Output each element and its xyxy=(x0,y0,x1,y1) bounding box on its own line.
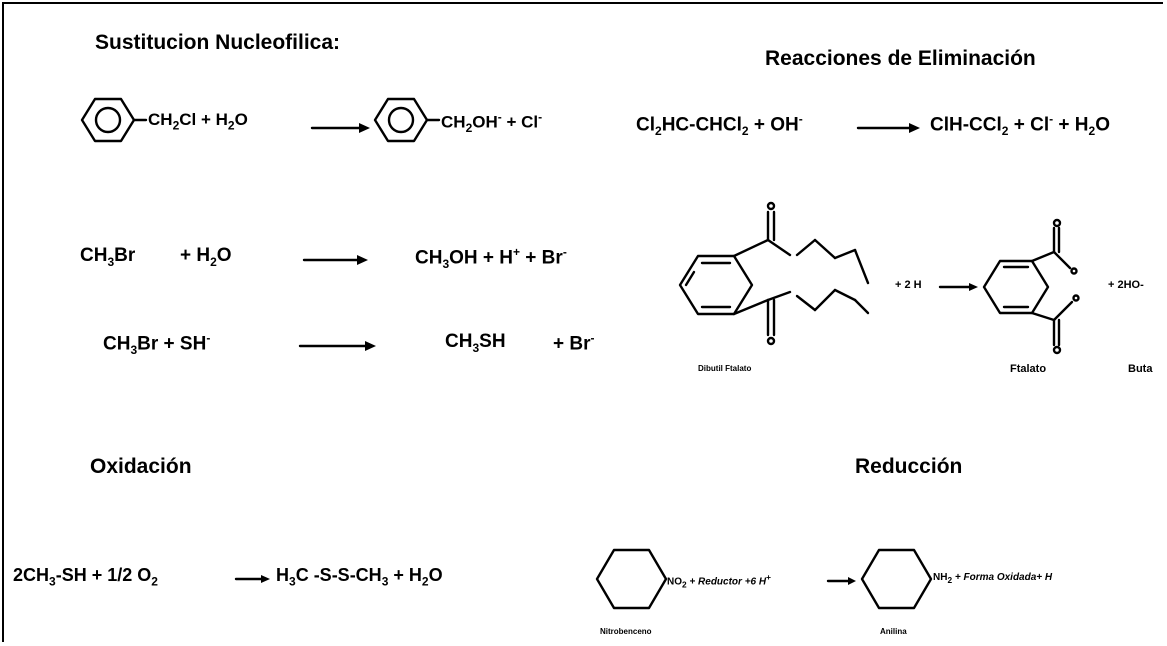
label-nitrobenceno: Nitrobenceno xyxy=(600,627,652,636)
arrow-oxidacion xyxy=(234,575,270,583)
nitrobenzene-ring xyxy=(595,548,668,610)
eq-oxidacion-reactants: 2CH3-SH + 1/2 O2 xyxy=(13,565,158,589)
aniline-ring xyxy=(860,548,933,610)
label-dibutil-ftalato: Dibutil Ftalato xyxy=(698,364,752,373)
eq-reduccion-products: NH2 + Forma Oxidada+ H xyxy=(933,572,1053,585)
arrow-sust-2 xyxy=(302,255,368,265)
arrow-sust-1 xyxy=(310,123,370,133)
arrow-elim-1 xyxy=(856,123,920,133)
eq-sust-1-reactants: CH2Cl + H2O xyxy=(148,110,248,133)
eq-sust-2-reactant-b: + H2O xyxy=(180,245,232,269)
label-anilina: Anilina xyxy=(880,627,907,636)
label-ftalato: Ftalato xyxy=(1010,363,1047,375)
heading-eliminacion: Reacciones de Eliminación xyxy=(765,47,1036,70)
phthalate-structure xyxy=(982,218,1080,355)
arrow-reduccion xyxy=(826,577,856,585)
label-butanol: Buta xyxy=(1128,363,1153,375)
eq-sust-2-products: CH3OH + H+ + Br- xyxy=(415,245,567,272)
eq-elim-1-products: ClH-CCl2 + Cl- + H2O xyxy=(930,112,1110,139)
eq-sust-3-product-b: + Br- xyxy=(553,331,595,355)
eq-sust-3-product-a: CH3SH xyxy=(445,331,506,355)
dibutyl-phthalate-structure xyxy=(678,201,870,346)
eq-reduccion-reactants: NO2 + Reductor +6 H+ xyxy=(667,572,771,590)
heading-reduccion: Reducción xyxy=(855,455,963,478)
arrow-elim-2 xyxy=(938,283,978,291)
eq-sust-1-products: CH2OH- + Cl- xyxy=(441,110,543,136)
benzene-ring-product xyxy=(373,97,441,143)
arrow-sust-3 xyxy=(298,341,376,351)
eq-sust-3-reactants: CH3Br + SH- xyxy=(103,331,211,358)
eq-elim-1-reactants: Cl2HC-CHCl2 + OH- xyxy=(636,112,803,139)
heading-sustitucion: Sustitucion Nucleofilica: xyxy=(95,31,341,54)
eq-oxidacion-products: H3C -S-S-CH3 + H2O xyxy=(276,565,443,589)
benzene-ring-reactant xyxy=(80,97,148,143)
eq-sust-2-reactant-a: CH3Br xyxy=(80,245,136,269)
heading-oxidacion: Oxidación xyxy=(90,455,192,478)
eq-elim-2-reagent: + 2 H xyxy=(895,279,922,291)
eq-elim-2-coproduct: + 2HO- xyxy=(1108,279,1144,291)
